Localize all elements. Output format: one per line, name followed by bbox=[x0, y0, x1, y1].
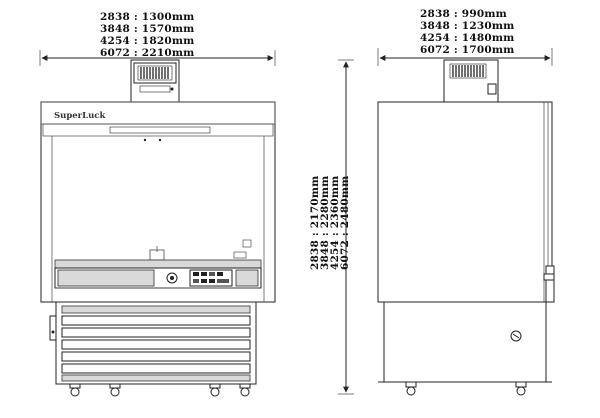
side-depth-dim-1: 2838 : 990mm bbox=[420, 8, 507, 20]
front-view: 2838 : 1300mm 3848 : 1570mm 4254 : 1820m… bbox=[39, 11, 276, 397]
front-work-area bbox=[54, 239, 262, 289]
front-width-dim-3: 4254 : 1820mm bbox=[100, 35, 194, 47]
vent-grille-icon bbox=[137, 65, 173, 81]
front-width-dim-2: 3848 : 1570mm bbox=[100, 23, 194, 35]
brand-label: SuperLuck bbox=[54, 111, 106, 121]
side-casters bbox=[405, 381, 527, 396]
side-exhaust-fan-unit bbox=[443, 59, 499, 103]
side-height-dim-3: 4254 : 2360mm bbox=[329, 176, 341, 270]
side-height-dims: 2838 : 2170mm 3848 : 2280mm 4254 : 2360m… bbox=[309, 176, 351, 270]
side-height-dim-1: 2838 : 2170mm bbox=[309, 176, 321, 270]
side-hood-body bbox=[377, 101, 555, 303]
side-depth-dim-2: 3848 : 1230mm bbox=[420, 20, 514, 32]
side-height-dim-4: 6072 : 2480mm bbox=[339, 176, 351, 270]
side-depth-dim-3: 4254 : 1480mm bbox=[420, 32, 514, 44]
front-casters bbox=[56, 383, 256, 397]
side-lower-cabinet bbox=[378, 301, 552, 383]
side-height-dim-2: 3848 : 2280mm bbox=[319, 176, 331, 270]
side-depth-dim-4: 6072 : 1700mm bbox=[420, 44, 514, 56]
side-depth-dimension-line bbox=[377, 48, 553, 66]
front-width-dim-1: 2838 : 1300mm bbox=[100, 11, 194, 23]
exhaust-fan-unit bbox=[130, 59, 180, 103]
control-panel bbox=[189, 269, 233, 287]
front-lower-cabinet bbox=[49, 301, 257, 385]
side-height-dimension-line bbox=[338, 59, 354, 395]
side-view: 2838 : 990mm 3848 : 1230mm 4254 : 1480mm… bbox=[309, 8, 555, 396]
front-width-dimension-line bbox=[39, 50, 276, 66]
front-width-dim-4: 6072 : 2210mm bbox=[100, 47, 194, 59]
